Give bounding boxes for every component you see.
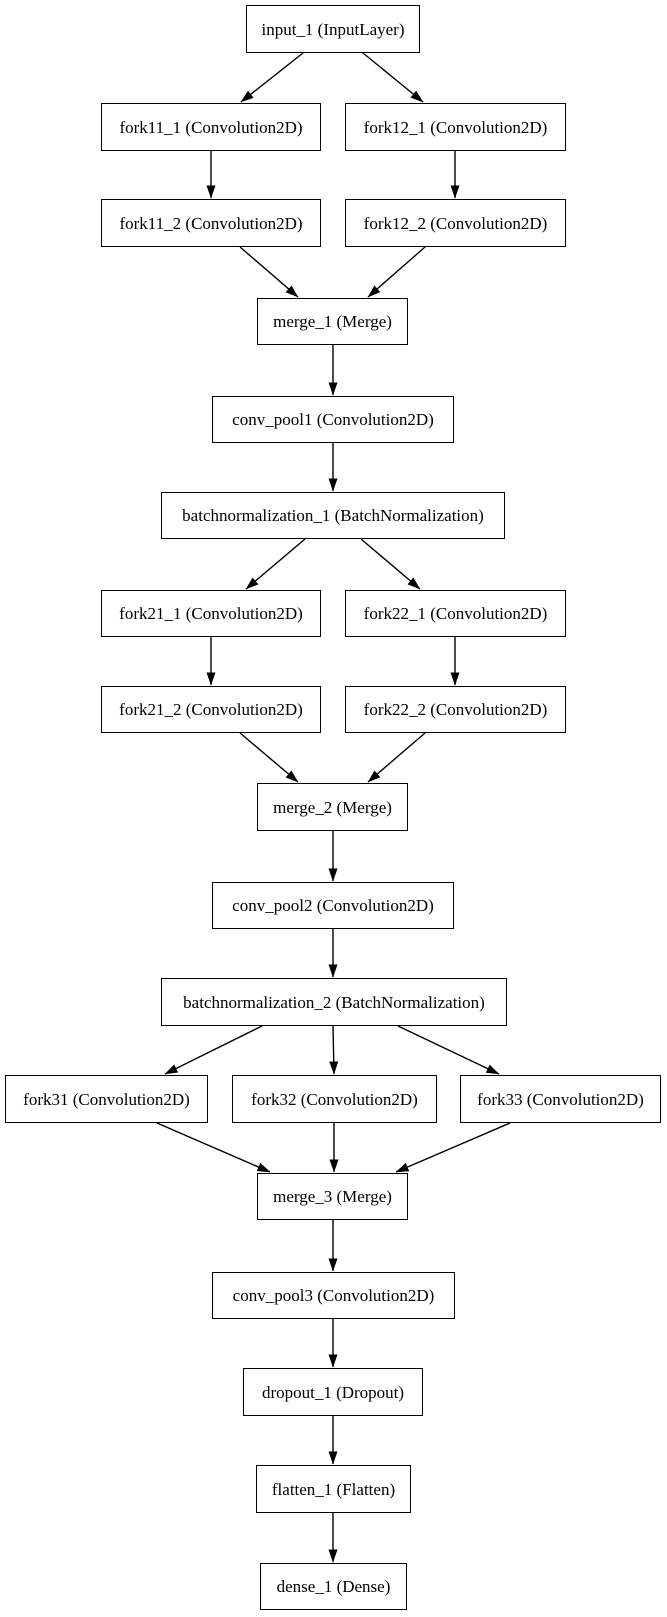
node-label-merge_2: merge_2 (Merge)	[273, 797, 392, 817]
node-fork12_1: fork12_1 (Convolution2D)	[345, 103, 566, 151]
edge-input_1-to-fork11_1	[240, 52, 304, 103]
node-label-merge_3: merge_3 (Merge)	[273, 1187, 392, 1206]
node-input_1: input_1 (InputLayer)	[246, 5, 420, 53]
node-label-dropout_1: dropout_1 (Dropout)	[261, 1382, 405, 1402]
edge-fork33-to-merge_3	[395, 1122, 511, 1173]
node-label-merge_1: merge_1 (Merge)	[273, 312, 392, 331]
node-fork31: fork31 (Convolution2D)	[5, 1075, 208, 1123]
node-batchnormalization_2: batchnormalization_2 (BatchNormalization…	[161, 978, 507, 1026]
node-label-batchnormalization_1: batchnormalization_1 (BatchNormalization…	[182, 506, 484, 525]
node-merge_3: merge_3 (Merge)	[257, 1173, 408, 1220]
node-fork33: fork33 (Convolution2D)	[460, 1075, 661, 1123]
node-fork22_2: fork22_2 (Convolution2D)	[345, 686, 566, 733]
node-label-dense_1: dense_1 (Dense)	[276, 1577, 391, 1596]
node-fork11_2: fork11_2 (Convolution2D)	[101, 199, 321, 247]
edge-batchnormalization_1-to-fork22_1	[360, 538, 421, 590]
edge-batchnormalization_1-to-fork21_1	[245, 538, 306, 590]
node-label-fork21_1: fork21_1 (Convolution2D)	[119, 604, 303, 623]
edge-fork22_2-to-merge_2	[367, 732, 426, 783]
node-conv_pool3: conv_pool3 (Convolution2D)	[212, 1272, 455, 1319]
node-flatten_1: flatten_1 (Flatten)	[256, 1465, 411, 1513]
edge-batchnormalization_2-to-fork31	[164, 1025, 263, 1075]
node-conv_pool1: conv_pool1 (Convolution2D)	[212, 396, 454, 443]
node-label-conv_pool1: conv_pool1 (Convolution2D)	[232, 410, 434, 429]
node-label-fork32: fork32 (Convolution2D)	[251, 1089, 418, 1109]
node-label-input_1: input_1 (InputLayer)	[261, 19, 405, 39]
edge-batchnormalization_2-to-fork32	[329, 1025, 339, 1075]
node-fork11_1: fork11_1 (Convolution2D)	[101, 103, 321, 151]
node-label-conv_pool3: conv_pool3 (Convolution2D)	[232, 1286, 435, 1305]
node-label-fork12_1: fork12_1 (Convolution2D)	[363, 117, 548, 137]
node-merge_1: merge_1 (Merge)	[257, 298, 408, 345]
node-label-fork11_1: fork11_1 (Convolution2D)	[119, 117, 303, 137]
edge-fork12_2-to-merge_1	[367, 246, 426, 298]
node-conv_pool2: conv_pool2 (Convolution2D)	[212, 882, 454, 929]
node-label-fork33: fork33 (Convolution2D)	[477, 1089, 644, 1109]
node-merge_2: merge_2 (Merge)	[257, 783, 408, 831]
edge-input_1-to-fork12_1	[362, 52, 424, 103]
edge-batchnormalization_2-to-fork33	[397, 1025, 500, 1075]
node-label-fork11_2: fork11_2 (Convolution2D)	[119, 213, 303, 233]
node-fork12_2: fork12_2 (Convolution2D)	[345, 199, 566, 247]
edge-fork21_2-to-merge_2	[239, 732, 299, 783]
node-label-fork12_2: fork12_2 (Convolution2D)	[363, 213, 548, 233]
edge-fork31-to-merge_3	[156, 1122, 271, 1173]
node-batchnormalization_1: batchnormalization_1 (BatchNormalization…	[161, 492, 505, 539]
node-dropout_1: dropout_1 (Dropout)	[243, 1368, 423, 1416]
node-fork21_2: fork21_2 (Convolution2D)	[101, 686, 321, 733]
node-label-conv_pool2: conv_pool2 (Convolution2D)	[232, 896, 434, 915]
node-label-batchnormalization_2: batchnormalization_2 (BatchNormalization…	[183, 992, 485, 1012]
node-label-flatten_1: flatten_1 (Flatten)	[271, 1479, 396, 1499]
node-fork21_1: fork21_1 (Convolution2D)	[101, 590, 321, 637]
node-label-fork22_2: fork22_2 (Convolution2D)	[363, 700, 548, 719]
node-fork22_1: fork22_1 (Convolution2D)	[345, 590, 566, 637]
node-label-fork21_2: fork21_2 (Convolution2D)	[119, 700, 303, 719]
node-label-fork22_1: fork22_1 (Convolution2D)	[363, 604, 548, 623]
node-fork32: fork32 (Convolution2D)	[232, 1075, 437, 1123]
edge-fork11_2-to-merge_1	[239, 246, 299, 298]
node-dense_1: dense_1 (Dense)	[260, 1563, 407, 1610]
node-label-fork31: fork31 (Convolution2D)	[23, 1089, 190, 1109]
